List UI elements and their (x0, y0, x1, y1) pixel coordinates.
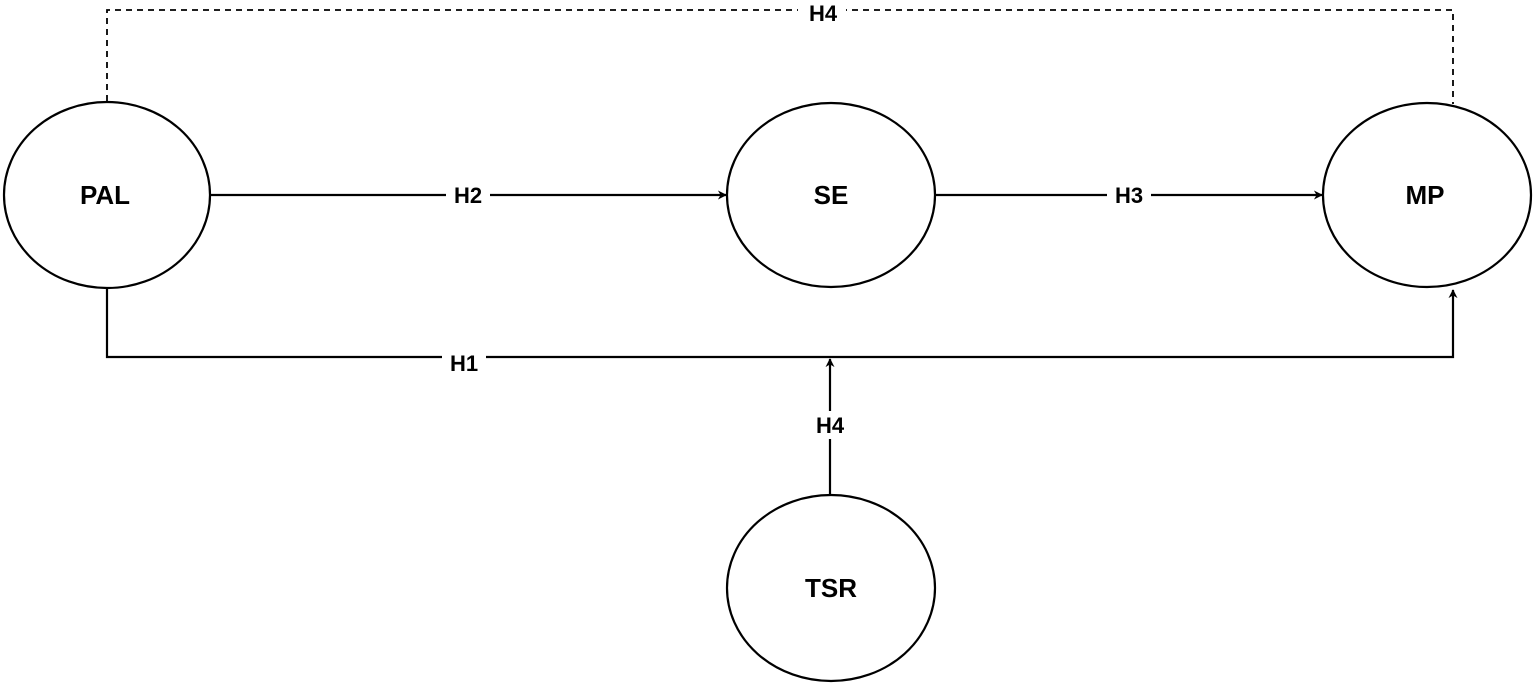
edge-label-h3: H3 (1115, 183, 1143, 208)
node-label-mp: MP (1406, 180, 1445, 210)
edge-pal-se: H2 (210, 181, 727, 209)
edge-se-mp: H3 (935, 181, 1323, 209)
node-tsr: TSR (725, 493, 937, 683)
edge-label-h1: H1 (450, 351, 478, 376)
edge-label-h4-moderation: H4 (816, 413, 845, 438)
node-se: SE (725, 101, 937, 289)
node-label-tsr: TSR (805, 573, 857, 603)
edge-label-h4-top: H4 (809, 1, 838, 26)
node-label-se: SE (814, 180, 849, 210)
edge-pal-mp-dashed: H4 (106, 0, 1454, 104)
edge-pal-mp: H1 (105, 288, 1458, 377)
node-pal: PAL (2, 100, 212, 290)
node-mp: MP (1321, 101, 1533, 289)
node-label-pal: PAL (80, 180, 130, 210)
edge-label-h2: H2 (454, 183, 482, 208)
edge-tsr-moderation: H4 (808, 358, 852, 495)
